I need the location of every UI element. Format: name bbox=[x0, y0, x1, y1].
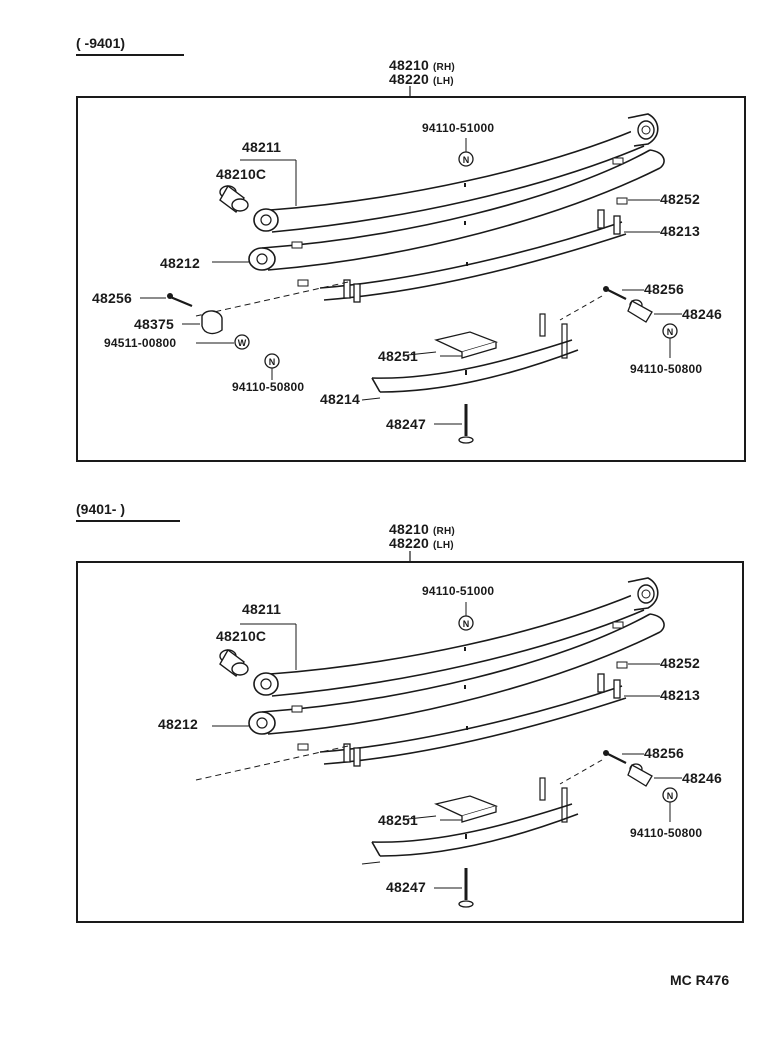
svg-text:N: N bbox=[667, 791, 674, 801]
panel2-range-underline bbox=[76, 520, 180, 522]
part-48211: 48211 bbox=[242, 139, 282, 155]
panel2-assembly-lh: 48220 (LH) bbox=[389, 535, 454, 551]
part-48246: 48246 bbox=[682, 306, 722, 322]
part-48375: 48375 bbox=[134, 316, 174, 332]
part-48252: 48252 bbox=[660, 655, 700, 671]
panel1-frame bbox=[76, 96, 746, 462]
panel1-range-underline bbox=[76, 54, 184, 56]
part-48210c: 48210C bbox=[216, 166, 267, 182]
panel2-assembly-rh: 48210 (RH) bbox=[389, 521, 455, 537]
part-48214: 48214 bbox=[320, 391, 360, 407]
part-48210c: 48210C bbox=[216, 628, 267, 644]
part-94110-50800-right: 94110-50800 bbox=[630, 826, 703, 840]
part-48256-left: 48256 bbox=[92, 290, 132, 306]
panel1-assembly-rh: 48210 (RH) bbox=[389, 57, 455, 73]
svg-text:N: N bbox=[667, 327, 674, 337]
panel1-spring-drawing: W N N bbox=[140, 112, 684, 445]
part-48256-right: 48256 bbox=[644, 281, 684, 297]
part-94110-51000: 94110-51000 bbox=[422, 584, 495, 598]
panel1-assembly-lh: 48220 (LH) bbox=[389, 71, 454, 87]
part-94110-51000: 94110-51000 bbox=[422, 121, 495, 135]
figure-code: MC R476 bbox=[670, 972, 730, 988]
part-48251: 48251 bbox=[378, 348, 418, 364]
part-48246: 48246 bbox=[682, 770, 722, 786]
svg-text:N: N bbox=[269, 357, 276, 367]
part-48251: 48251 bbox=[378, 812, 418, 828]
part-48247: 48247 bbox=[386, 416, 426, 432]
panel1-range: ( -9401) bbox=[76, 35, 126, 51]
part-48212: 48212 bbox=[158, 716, 198, 732]
part-94110-50800-left: 94110-50800 bbox=[232, 380, 305, 394]
part-94110-50800-right: 94110-50800 bbox=[630, 362, 703, 376]
part-48256-right: 48256 bbox=[644, 745, 684, 761]
panel2-spring-drawing: N bbox=[194, 576, 684, 909]
part-48247: 48247 bbox=[386, 879, 426, 895]
part-48252: 48252 bbox=[660, 191, 700, 207]
svg-text:W: W bbox=[238, 338, 247, 348]
part-94511-00800: 94511-00800 bbox=[104, 336, 177, 350]
part-48213: 48213 bbox=[660, 687, 700, 703]
panel2-range: (9401- ) bbox=[76, 501, 126, 517]
part-48211: 48211 bbox=[242, 601, 282, 617]
part-48212: 48212 bbox=[160, 255, 200, 271]
part-48213: 48213 bbox=[660, 223, 700, 239]
